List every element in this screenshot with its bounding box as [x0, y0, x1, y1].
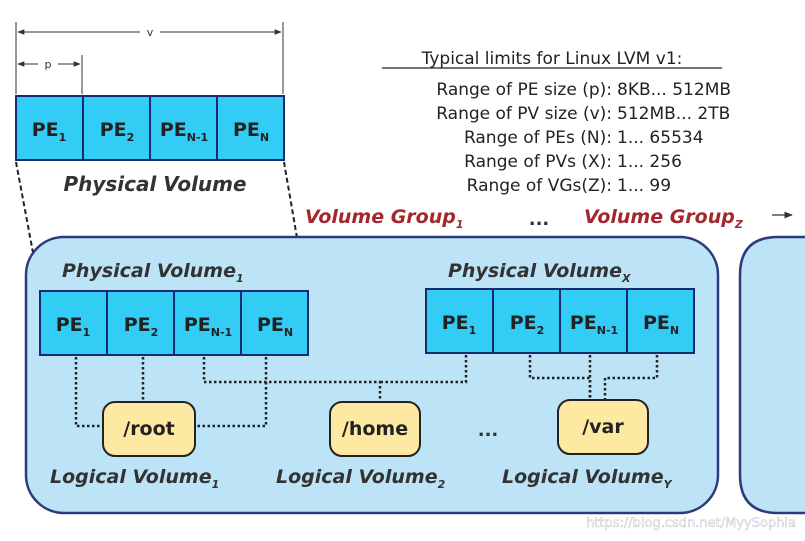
limit-row-label: Range of PE size (p):	[436, 80, 612, 100]
volume-group-labels: Volume Group1 ... Volume GroupZ	[305, 206, 793, 231]
pvx-pe-n: PEN	[643, 312, 679, 337]
pv1-pe-n: PEN	[257, 314, 293, 339]
v-dimension-label: v	[147, 26, 154, 39]
top-pe-1: PE1	[32, 119, 67, 144]
watermark: https://blog.csdn.net/MyySophia	[586, 516, 796, 531]
physical-volume-x: Physical VolumeX PE1 PE2 PEN-1 PEN	[425, 260, 695, 354]
lv-root-mount: /root	[123, 418, 175, 440]
lv-var-mount: /var	[582, 416, 624, 438]
limits-heading: Typical limits for Linux LVM v1:	[421, 49, 683, 69]
limit-row-value: 512MB... 2TB	[617, 104, 730, 124]
volume-group-1-label: Volume Group1	[305, 206, 464, 231]
pv1-pe-2: PE2	[124, 314, 159, 339]
limit-row-label: Range of PEs (N):	[464, 128, 612, 148]
top-physical-volume: PE1 PE2 PEN-1 PEN Physical Volume	[15, 95, 285, 196]
limit-row-value: 1... 65534	[617, 128, 704, 148]
pvx-pe-1: PE1	[442, 312, 477, 337]
pv1-pe-n-1: PEN-1	[184, 314, 232, 339]
top-pe-2: PE2	[100, 119, 135, 144]
top-pe-n: PEN	[233, 119, 269, 144]
volume-group-z-label: Volume GroupZ	[584, 206, 744, 231]
lv-home-box	[329, 401, 421, 457]
limit-row-value: 1... 256	[617, 152, 682, 172]
pe-to-lv-connectors	[74, 355, 659, 428]
logical-volumes: /root /home /var ... Logical Volume1 Log…	[50, 399, 673, 491]
limit-row-label: Range of VGs(Z):	[467, 176, 612, 196]
limit-row-value: 1... 99	[617, 176, 671, 196]
limits-table: Typical limits for Linux LVM v1: Range o…	[382, 49, 731, 196]
volume-group-z-box	[738, 235, 805, 515]
logical-volume-1-label: Logical Volume1	[50, 466, 219, 491]
pvx-pe-2: PE2	[510, 312, 545, 337]
lv-root-box	[102, 401, 196, 457]
lv-home-mount: /home	[342, 418, 408, 440]
physical-volume-x-label: Physical VolumeX	[448, 260, 631, 285]
pvx-pe-n-1: PEN-1	[570, 312, 618, 337]
logical-volume-y-label: Logical VolumeY	[502, 466, 673, 491]
limit-row-label: Range of PVs (X):	[464, 152, 612, 172]
p-dimension-label: p	[45, 58, 52, 71]
dimension-lines: v p	[15, 22, 284, 94]
limit-row-label: Range of PV size (v):	[436, 104, 612, 124]
limit-row-value: 8KB... 512MB	[617, 80, 731, 100]
pv1-pe-1: PE1	[56, 314, 91, 339]
physical-volume-1-label: Physical Volume1	[62, 260, 244, 285]
top-physical-volume-title: Physical Volume	[63, 172, 246, 196]
physical-volume-1: Physical Volume1 PE1 PE2 PEN-1 PEN	[39, 260, 309, 356]
lv-var-box	[557, 399, 649, 455]
logical-volume-2-label: Logical Volume2	[276, 466, 446, 491]
top-pe-n-1: PEN-1	[160, 119, 208, 144]
lv-ellipsis: ...	[478, 420, 499, 441]
volume-group-ellipsis: ...	[529, 209, 550, 230]
